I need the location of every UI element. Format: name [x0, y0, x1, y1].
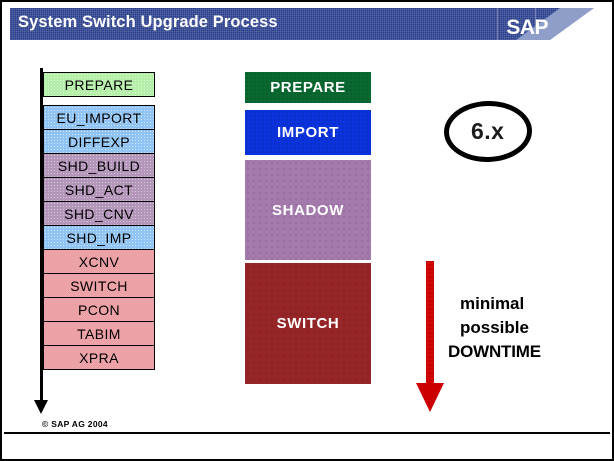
phase-step-label: EU_IMPORT — [56, 109, 142, 126]
logo-divider-left — [497, 8, 498, 40]
stage-block-label: SHADOW — [272, 201, 344, 219]
phase-step-switch: SWITCH — [43, 273, 155, 298]
stage-block-import: IMPORT — [245, 110, 371, 155]
phase-step-shd-cnv: SHD_CNV — [43, 201, 155, 226]
phase-step-prepare: PREPARE — [43, 72, 155, 97]
stage-block-switch: SWITCH — [245, 263, 371, 384]
phase-step-label: SHD_IMP — [66, 229, 132, 246]
phase-step-label: XPRA — [79, 349, 119, 366]
stage-block-shadow: SHADOW — [245, 160, 371, 260]
downtime-caption: minimal possible DOWNTIME — [448, 292, 598, 364]
phase-step-label: TABIM — [77, 325, 121, 342]
phase-step-list: PREPARE EU_IMPORT DIFFEXP SHD_BUILD SHD_… — [43, 72, 155, 370]
phase-step-label: PREPARE — [64, 76, 134, 93]
phase-step-shd-build: SHD_BUILD — [43, 153, 155, 178]
stage-block-label: PREPARE — [270, 79, 346, 96]
phase-step-shd-act: SHD_ACT — [43, 177, 155, 202]
phase-step-shd-imp: SHD_IMP — [43, 225, 155, 250]
downtime-caption-line-1: minimal — [460, 294, 525, 313]
phase-step-label: SWITCH — [70, 277, 128, 294]
downtime-arrow-shaft — [426, 261, 434, 385]
footer-divider — [4, 432, 610, 434]
version-callout-bubble: 6.x — [443, 99, 533, 164]
phase-step-pcon: PCON — [43, 297, 155, 322]
phase-step-label: XCNV — [78, 253, 120, 270]
timeline-arrow-head-icon — [34, 400, 48, 414]
phase-step-eu-import: EU_IMPORT — [43, 105, 155, 130]
sap-logo: SAP — [474, 8, 594, 40]
phase-step-label: SHD_CNV — [64, 205, 134, 222]
downtime-caption-line-3: DOWNTIME — [448, 342, 541, 362]
sap-logo-text: SAP — [506, 16, 548, 39]
phase-step-label: SHD_ACT — [64, 181, 134, 198]
phase-step-diffexp: DIFFEXP — [43, 129, 155, 154]
stage-block-label: SWITCH — [276, 315, 340, 332]
phase-step-xcnv: XCNV — [43, 249, 155, 274]
header-bar: System Switch Upgrade Process SAP — [10, 8, 594, 40]
stage-block-prepare: PREPARE — [245, 72, 371, 103]
header-band: System Switch Upgrade Process SAP — [2, 4, 612, 44]
phase-step-label: PCON — [77, 301, 121, 318]
phase-step-label: SHD_BUILD — [57, 157, 141, 174]
version-label: 6.x — [471, 118, 505, 145]
phase-step-xpra: XPRA — [43, 345, 155, 370]
footer-copyright: © SAP AG 2004 — [42, 419, 108, 429]
downtime-caption-line-2: possible — [460, 318, 529, 338]
phase-step-tabim: TABIM — [43, 321, 155, 346]
timeline-arrow-shaft — [40, 68, 43, 404]
downtime-arrow-head-icon — [416, 383, 444, 412]
stage-block-label: IMPORT — [277, 124, 339, 141]
phase-step-label: DIFFEXP — [68, 133, 130, 150]
page-title: System Switch Upgrade Process — [18, 13, 278, 31]
logo-divider-right — [535, 8, 536, 40]
